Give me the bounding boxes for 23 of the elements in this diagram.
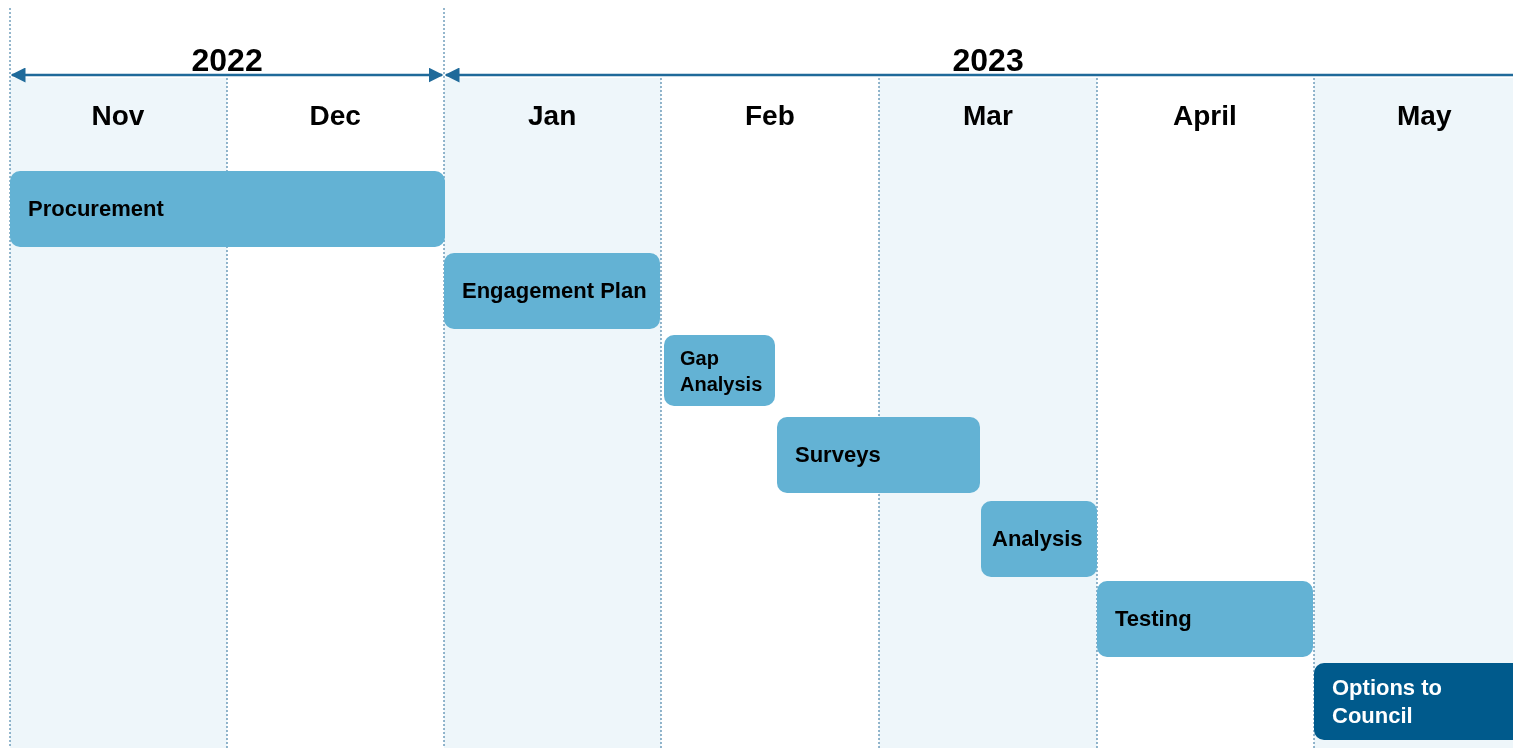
month-label: Dec xyxy=(309,100,361,132)
month-label: Nov xyxy=(91,100,145,132)
task-bar xyxy=(777,417,980,493)
month-label: April xyxy=(1173,100,1237,132)
task-label: Surveys xyxy=(795,441,881,469)
task-label: Options to Council xyxy=(1332,673,1443,730)
task-label: Testing xyxy=(1115,605,1192,633)
task-label: Analysis xyxy=(992,525,1083,553)
task-bar xyxy=(664,335,775,406)
year-label: 2023 xyxy=(952,41,1024,79)
month-label: Feb xyxy=(745,100,795,132)
task-bar xyxy=(1097,581,1313,657)
year-label: 2022 xyxy=(191,41,263,79)
task-bar xyxy=(444,253,660,329)
month-label: Mar xyxy=(963,100,1013,132)
month-label: May xyxy=(1397,100,1452,132)
task-label: Procurement xyxy=(28,195,164,223)
task-label: Gap Analysis xyxy=(680,345,764,397)
month-label: Jan xyxy=(528,100,577,132)
task-bar xyxy=(1314,663,1513,740)
task-bar xyxy=(981,501,1097,577)
task-label: Engagement Plan xyxy=(462,277,647,305)
task-bar xyxy=(10,171,445,247)
